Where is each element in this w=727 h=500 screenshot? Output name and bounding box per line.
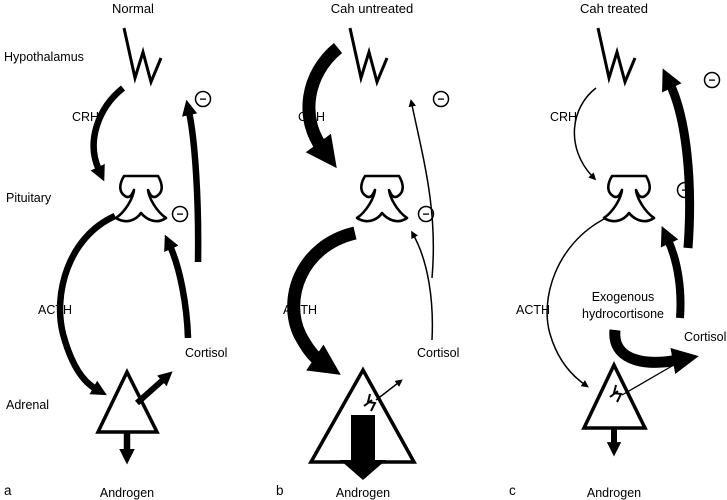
- panel-cah-untreated: Cah untreated CRH ACTH Cortisol Androgen…: [276, 1, 459, 500]
- hypothalamus-shape: [348, 27, 389, 87]
- enzyme-block-symbol: [363, 393, 377, 412]
- panel-title: Normal: [112, 1, 154, 16]
- inhibition-sign: −: [422, 207, 429, 221]
- adrenal-label: Adrenal: [6, 398, 49, 412]
- adrenal-cortisol-line: [621, 365, 673, 396]
- androgen-label: Androgen: [336, 486, 390, 500]
- feedback-pituitary-arrow: [660, 226, 685, 319]
- inhibition-symbol: [417, 205, 435, 223]
- acth-label: ACTH: [38, 303, 72, 317]
- pituitary-shape: [602, 174, 656, 223]
- cortisol-label: Cortisol: [417, 346, 459, 360]
- crh-label: CRH: [72, 110, 99, 124]
- panel-normal: Normal Hypothalamus Pituitary Adrenal CR…: [4, 1, 227, 500]
- feedback-pituitary-arrow: [411, 230, 434, 341]
- adrenal-triangle: [95, 368, 160, 434]
- feedback-hypothalamus-arrow: [408, 99, 435, 279]
- inhibition-sign: −: [176, 207, 183, 221]
- crh-label: CRH: [550, 110, 577, 124]
- feedback-hypothalamus-arrow: [662, 68, 695, 249]
- panel-title: Cah untreated: [331, 1, 413, 16]
- inhibition-symbol: [171, 205, 189, 223]
- crh-arrow: [90, 85, 126, 182]
- feedback-hypothalamus-arrow: [182, 99, 202, 263]
- hypothalamus-shape: [596, 27, 637, 87]
- panel-cah-treated: Cah treated CRH ACTH Exogenous hydrocort…: [509, 1, 726, 500]
- acth-arrow: [546, 217, 607, 388]
- acth-label: ACTH: [283, 303, 317, 317]
- crh-arrow: [302, 42, 343, 169]
- exogenous-label: Exogenous: [592, 290, 655, 304]
- pituitary-shape: [355, 174, 409, 223]
- crh-label: CRH: [298, 110, 325, 124]
- androgen-arrow: [340, 460, 386, 480]
- acth-arrow: [56, 213, 117, 396]
- inhibition-sign: −: [199, 92, 206, 106]
- androgen-label: Androgen: [587, 486, 641, 500]
- enzyme-block-symbol: [609, 384, 623, 403]
- inhibition-symbol: [703, 71, 721, 89]
- cortisol-label: Cortisol: [684, 330, 726, 344]
- adrenal-triangle: [581, 360, 648, 430]
- androgen-label: Androgen: [100, 486, 154, 500]
- pituitary-shape: [114, 174, 168, 223]
- pituitary-label: Pituitary: [6, 191, 52, 205]
- acth-label: ACTH: [516, 303, 550, 317]
- hydrocortisone-label: hydrocortisone: [582, 307, 664, 321]
- acth-arrow: [287, 226, 357, 375]
- hypothalamus-label: Hypothalamus: [4, 50, 84, 64]
- cortisol-arrow: [135, 371, 173, 406]
- androgen-block: [351, 415, 375, 462]
- inhibition-sign: −: [437, 92, 444, 106]
- panel-title: Cah treated: [580, 1, 648, 16]
- inhibition-sign: −: [708, 73, 715, 87]
- feedback-pituitary-arrow: [164, 234, 192, 339]
- panel-letter: b: [276, 483, 284, 498]
- hypothalamus-shape: [122, 27, 163, 87]
- panel-letter: c: [509, 483, 516, 498]
- cortisol-arrow: [375, 379, 403, 401]
- inhibition-symbol: [432, 90, 450, 108]
- hydrocortisone-arrow: [609, 329, 699, 374]
- inhibition-symbol: [194, 90, 212, 108]
- crh-arrow: [573, 87, 597, 181]
- panel-letter: a: [4, 483, 12, 498]
- cortisol-label: Cortisol: [185, 346, 227, 360]
